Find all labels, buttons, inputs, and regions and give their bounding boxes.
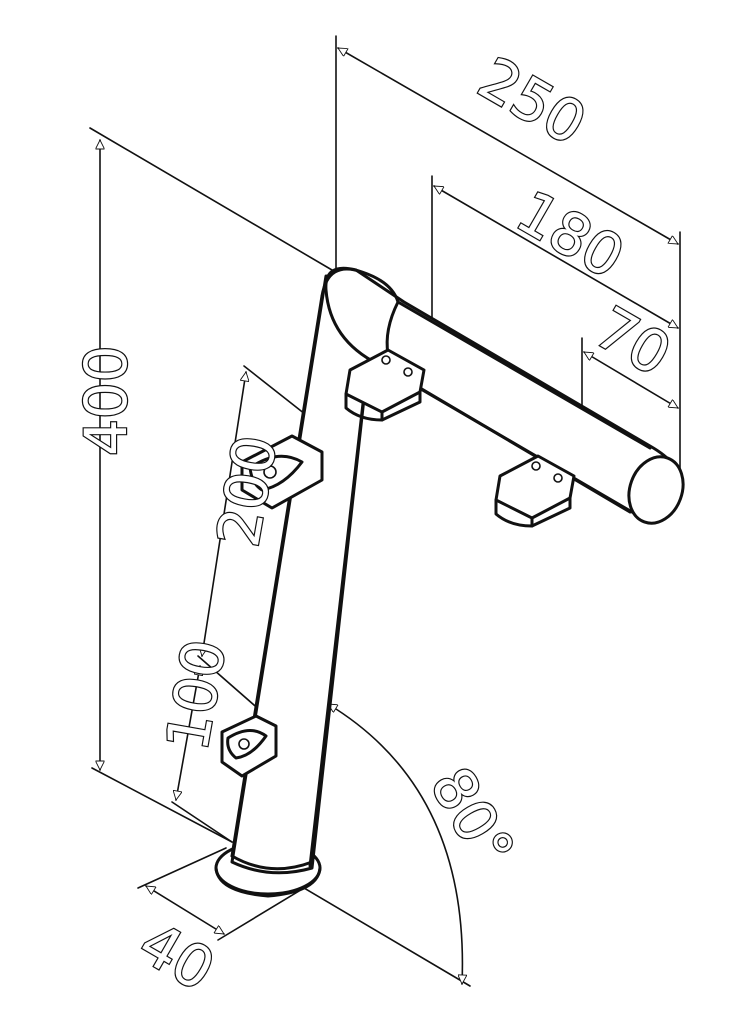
dim-label-70: 70 [584, 293, 682, 389]
dimension-lines [100, 47, 678, 984]
dim-label-400: 400 [72, 345, 140, 456]
dim-label-200: 200 [204, 431, 290, 552]
extension-lines [89, 35, 681, 987]
dim-line-200 [202, 372, 246, 656]
dim-label-250: 250 [467, 44, 597, 158]
dim-label-180: 180 [505, 178, 635, 292]
clamp-post-upper [240, 434, 324, 510]
clamp-top-arm-2 [494, 454, 576, 528]
dim-line-180 [434, 185, 678, 329]
dim-label-40: 40 [128, 909, 226, 1005]
dim-line-40 [146, 885, 224, 935]
arm-end-cap [627, 455, 685, 525]
clamp-post-lower [220, 714, 278, 778]
dim-line-70 [584, 351, 678, 409]
arm [320, 266, 685, 525]
dim-line-100 [176, 666, 200, 800]
dim-label-80: 80° [417, 756, 527, 879]
dimension-labels: 250 180 70 400 200 100 40 80° [71, 43, 683, 1006]
dim-arc-80 [328, 703, 462, 984]
clamp-top-arm-1 [344, 348, 426, 422]
